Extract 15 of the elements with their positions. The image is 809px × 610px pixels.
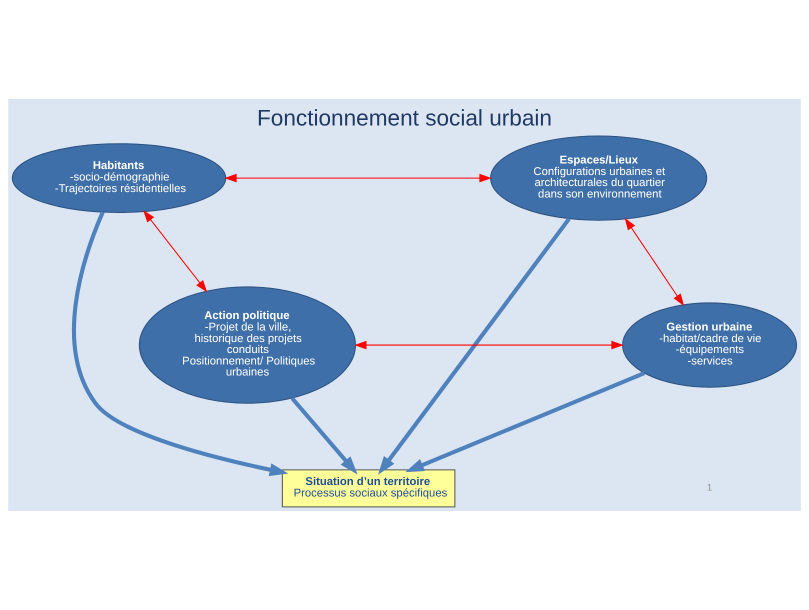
node-ellipse: Gestion urbaine -habitat/cadre de vie -équipements -services	[622, 302, 798, 388]
node-ellipse: Habitants -socio-démographie -Trajectoires résidentielles	[12, 143, 226, 213]
node-ellipse: Espaces/Lieux Configurations urbaines et architecturales du quartier dans son environnement	[490, 135, 708, 221]
arrow	[624, 218, 684, 306]
node-box: Situation d’un territoire Processus sociaux spécifiques	[282, 469, 456, 508]
arrow	[224, 174, 492, 182]
node-ellipse: Action politique -Projet de la ville, historique des projets conduits Positionnement/ Politiques urbaines	[138, 286, 356, 404]
arrow	[405, 371, 646, 472]
arrow	[143, 210, 208, 292]
diagram-title: Fonctionnement social urbain	[257, 105, 552, 130]
arrow	[290, 396, 358, 475]
arrow	[354, 340, 624, 350]
arrow	[72, 211, 288, 476]
arrow	[378, 218, 571, 475]
label: 1	[706, 482, 712, 493]
